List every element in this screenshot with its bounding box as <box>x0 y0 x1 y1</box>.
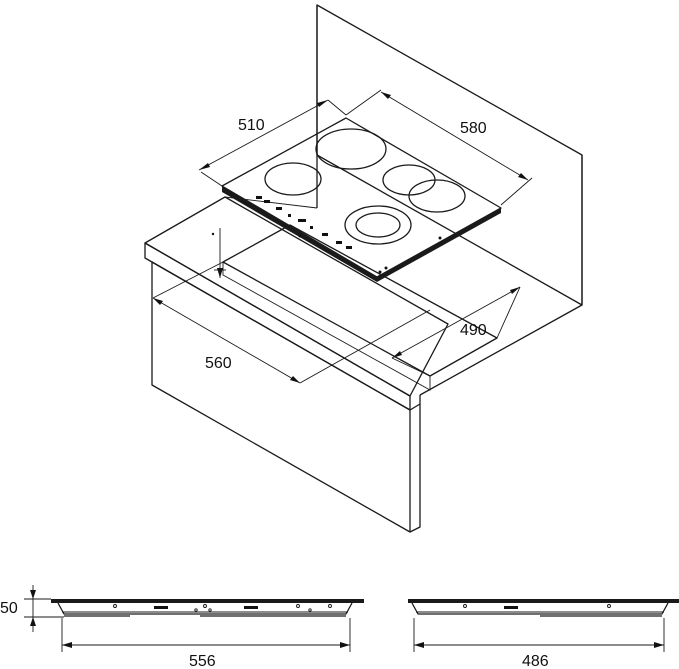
dimension-560: 560 <box>152 261 431 384</box>
side-view-right: 486 <box>408 599 679 669</box>
hob <box>221 117 502 282</box>
dimension-490: 490 <box>391 286 521 377</box>
worktop-cutout <box>222 224 498 391</box>
back-wall <box>316 4 583 396</box>
dimension-gap <box>211 228 226 278</box>
cooking-zone-dual-inner <box>355 212 401 238</box>
label-560: 560 <box>205 355 232 372</box>
cooking-zone-oval-back <box>382 164 436 196</box>
label-490: 490 <box>460 322 487 339</box>
cooking-zone-dual-outer <box>344 205 412 245</box>
label-486: 486 <box>522 653 549 669</box>
control-panel-icons <box>256 196 352 249</box>
label-510: 510 <box>238 117 265 134</box>
dimension-510: 510 <box>198 99 347 187</box>
cooking-zone-front-left <box>264 162 322 196</box>
cooking-zone-oval-front <box>408 179 466 213</box>
cooking-zone-large <box>315 128 387 170</box>
dimension-580: 580 <box>345 89 533 206</box>
label-50: 50 <box>0 600 18 617</box>
cabinet <box>151 261 421 533</box>
label-580: 580 <box>460 120 487 137</box>
label-556: 556 <box>189 653 216 669</box>
side-view-left: 50 556 <box>0 585 364 669</box>
